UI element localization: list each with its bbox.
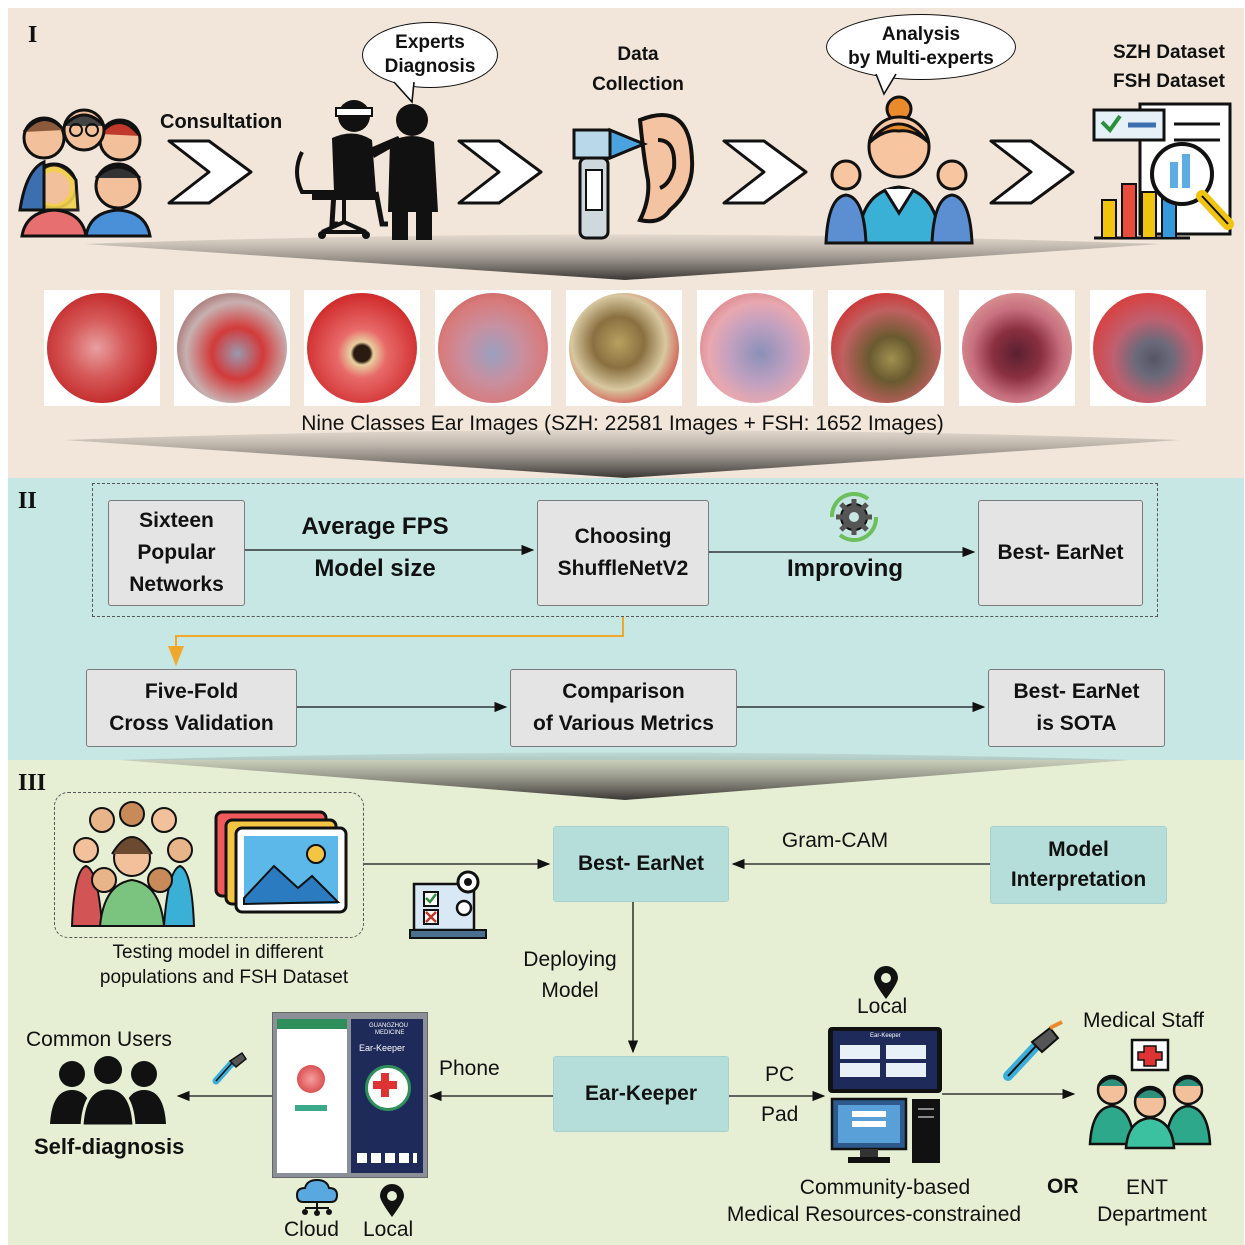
- local-bottom-label: Local: [363, 1218, 414, 1241]
- model-size-label: Model size: [314, 555, 436, 582]
- ear-image-7: [828, 290, 944, 406]
- community-caption-2: Medical Resources-constrained: [726, 1203, 1022, 1226]
- avg-fps-label: Average FPS: [301, 513, 449, 540]
- otoscope-icon: [212, 1051, 248, 1085]
- ear-keeper-box: Ear-Keeper: [553, 1056, 729, 1132]
- ear-image-1: [44, 290, 160, 406]
- desktop-pc-icon: [830, 1097, 940, 1163]
- ear-images-caption: Nine Classes Ear Images (SZH: 22581 Imag…: [301, 412, 944, 435]
- self-diagnosis-label: Self-diagnosis: [34, 1134, 185, 1159]
- chevron-right-icon: [167, 139, 253, 205]
- dataset-report-icon: [1092, 102, 1234, 240]
- community-caption-1: Community-based: [799, 1176, 971, 1199]
- phone-screen-header-2: MEDICINE: [375, 1030, 405, 1036]
- image-gallery-icon: [214, 810, 348, 914]
- gradcam-label: Gram-CAM: [781, 829, 889, 852]
- location-pin-icon: [380, 1184, 404, 1217]
- local-top-label: Local: [857, 995, 908, 1018]
- pad-screen-title: Ear-Keeper: [870, 1033, 901, 1039]
- otoscope-ear-icon: [572, 113, 695, 240]
- section-3-numeral: III: [18, 770, 47, 796]
- ear-image-8: [959, 290, 1075, 406]
- szh-dataset-label: SZH Dataset: [1113, 42, 1225, 63]
- pc-label: PC: [765, 1063, 795, 1086]
- ear-image-9: [1090, 290, 1206, 406]
- medical-experts-icon: [824, 95, 974, 245]
- cloud-label: Cloud: [284, 1218, 339, 1241]
- phone-label: Phone: [439, 1057, 500, 1080]
- dashed-frame: [92, 483, 1158, 617]
- medical-staff-label: Medical Staff: [1083, 1009, 1205, 1032]
- best-earnet-deploy-box: Best- EarNet: [553, 826, 729, 902]
- section-1-numeral: I: [28, 22, 38, 48]
- ear-image-3: [304, 290, 420, 406]
- chevron-right-icon: [722, 139, 808, 205]
- people-group-icon: [18, 108, 152, 238]
- chevron-right-icon: [457, 139, 543, 205]
- tablet-app-screenshot: Ear-Keeper: [828, 1027, 942, 1093]
- best-earnet-box: Best- EarNet: [978, 500, 1143, 606]
- consultation-label: Consultation: [160, 111, 283, 133]
- improving-label: Improving: [786, 555, 903, 582]
- common-users-label: Common Users: [26, 1028, 172, 1051]
- diverse-population-icon: [70, 801, 196, 927]
- ear-image-6: [697, 290, 813, 406]
- cloud-icon: [295, 1178, 339, 1216]
- ent-label-1: ENT: [1126, 1176, 1168, 1199]
- chevron-right-icon: [989, 139, 1075, 205]
- laptop-checklist-icon: [409, 870, 487, 939]
- gear-refresh-icon: [829, 491, 879, 543]
- testing-caption-1: Testing model in different: [112, 942, 324, 963]
- ear-image-2: [174, 290, 290, 406]
- testing-caption-2: populations and FSH Dataset: [99, 967, 349, 988]
- bubble-tail: [393, 81, 415, 104]
- bubble-tail: [875, 73, 897, 96]
- phone-screen-title: Ear-Keeper: [359, 1043, 406, 1053]
- users-group-icon: [50, 1056, 166, 1128]
- location-pin-icon: [874, 966, 898, 999]
- ear-image-5: [566, 290, 682, 406]
- doctor-examining-icon: [295, 100, 438, 240]
- phone-app-screenshot: GUANGZHOU MEDICINE Ear-Keeper: [272, 1012, 428, 1178]
- otoscope-icon: [1003, 1020, 1063, 1081]
- medical-team-icon: [1088, 1038, 1212, 1150]
- phone-screen-header-1: GUANGZHOU: [369, 1023, 408, 1029]
- pad-label: Pad: [761, 1103, 799, 1126]
- fsh-dataset-label: FSH Dataset: [1113, 71, 1225, 92]
- ent-label-2: Department: [1097, 1203, 1207, 1226]
- or-label: OR: [1047, 1175, 1079, 1198]
- section-2-numeral: II: [18, 488, 37, 514]
- testing-dashed-frame: [54, 792, 364, 938]
- ear-image-4: [435, 290, 551, 406]
